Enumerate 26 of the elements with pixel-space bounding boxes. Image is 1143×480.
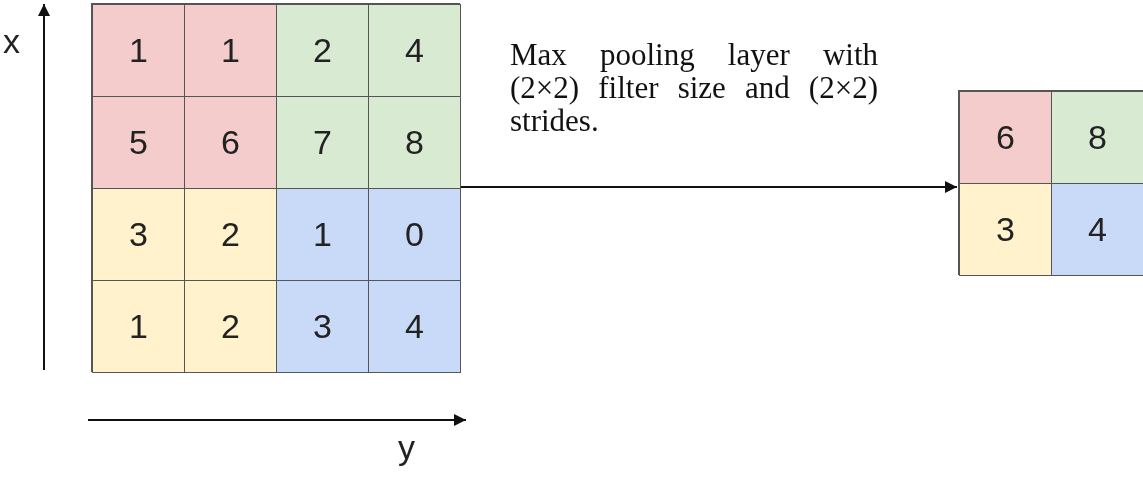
matrix-cell: 2 [184,188,277,281]
arrow [460,181,958,193]
matrix-cell: 5 [92,96,185,189]
matrix-cell: 3 [959,183,1052,276]
matrix-cell: 3 [92,188,185,281]
matrix-cell: 1 [92,280,185,373]
matrix-cell: 8 [368,96,461,189]
grid-box [91,3,460,372]
edge-label: Max pooling layer with (2×2) filter size and (2×2) strides. [510,38,878,137]
matrix-cell: 4 [368,4,461,97]
matrix-cell: 1 [184,4,277,97]
grid-box [958,90,1143,275]
matrix-cell: 7 [276,96,369,189]
matrix-cell: 2 [276,4,369,97]
matrix-cell: 6 [959,91,1052,184]
matrix-cell: 8 [1051,91,1143,184]
matrix-cell: 6 [184,96,277,189]
matrix-cell: 3 [276,280,369,373]
axis-label: x [3,22,20,61]
matrix-cell: 4 [368,280,461,373]
matrix-cell: 4 [1051,183,1143,276]
matrix-cell: 1 [92,4,185,97]
matrix-cell: 0 [368,188,461,281]
matrix-cell: 2 [184,280,277,373]
matrix-cell: 1 [276,188,369,281]
axis-label: y [398,428,415,467]
